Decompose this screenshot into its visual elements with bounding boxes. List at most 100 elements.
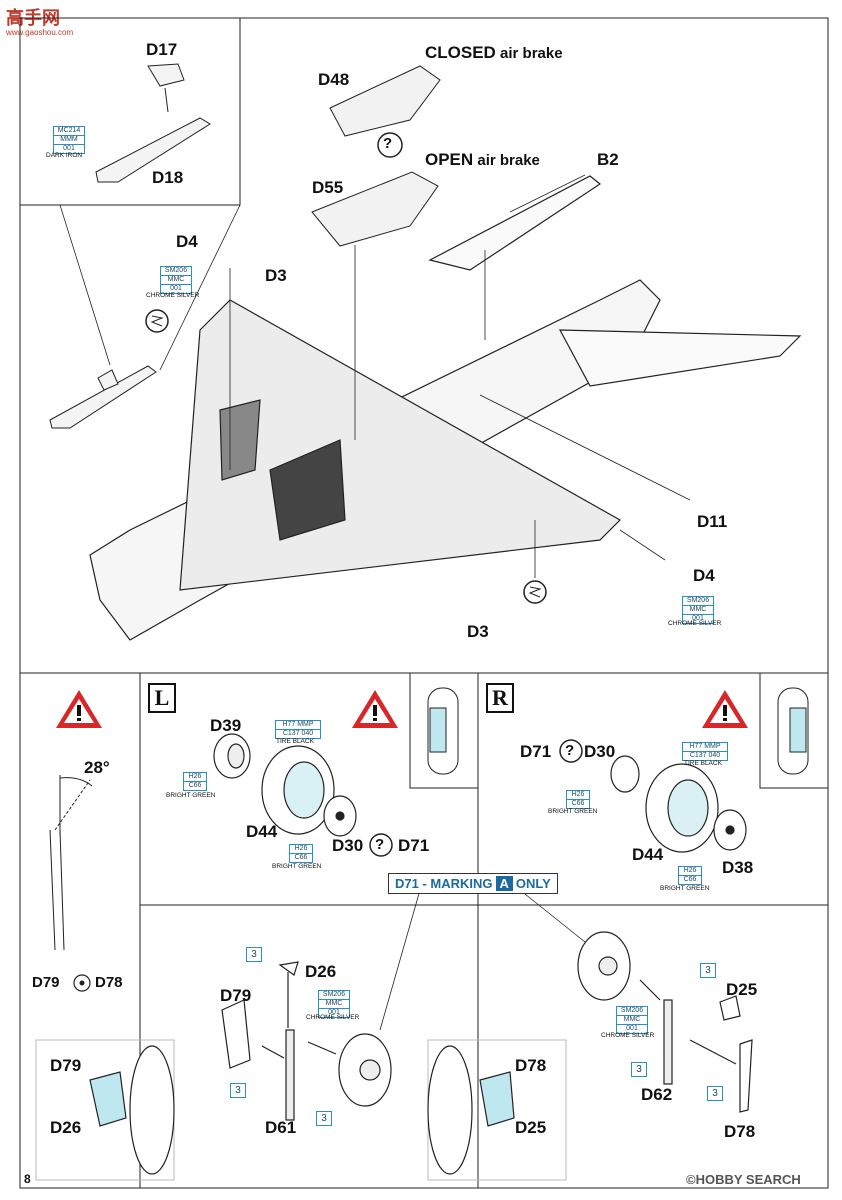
code: C137	[689, 752, 707, 759]
step-number-5: 3	[631, 1062, 647, 1077]
page-frame	[19, 17, 829, 1189]
closed-word: CLOSED	[425, 43, 496, 62]
label-d17: D17	[146, 40, 178, 59]
label-d71-left: D71	[398, 836, 430, 855]
aircraft-fuselage	[89, 175, 802, 641]
code: C66	[188, 782, 202, 789]
logo-url: www.gaoshou.com	[6, 28, 74, 37]
spring-icons	[145, 309, 547, 604]
code: SM206	[161, 267, 191, 276]
hobby-search-watermark: ©HOBBY SEARCH	[686, 1172, 801, 1187]
color-name-d4-top: CHROME SILVER	[146, 292, 200, 299]
code: 001	[626, 1025, 638, 1032]
color-code-green-left-2: H26 C66	[289, 844, 313, 863]
air-brake-closed	[329, 65, 441, 137]
color-code-strut-left: SM206 MMC 001	[318, 990, 350, 1018]
page-number: 8	[24, 1172, 31, 1186]
code: H26	[290, 845, 312, 854]
code: MC214	[54, 127, 84, 136]
label-d79-strut: D79	[32, 974, 60, 991]
code: C66	[683, 876, 697, 883]
color-name-tire-left: TIRE BLACK	[276, 738, 314, 745]
color-code-strut-right: SM206 MMC 001	[616, 1006, 648, 1034]
code: H26	[567, 791, 589, 800]
question-circle-1	[377, 132, 403, 158]
code: C137	[282, 730, 300, 737]
color-code-tire-left: H77 MMP C137 040	[275, 720, 321, 739]
code: MMC	[161, 276, 191, 285]
color-code-tire-right: H77 MMP C137 040	[682, 742, 728, 761]
warning-icons	[56, 690, 748, 728]
label-d79: D79	[220, 986, 252, 1005]
marking-letter: A	[495, 876, 513, 891]
question-symbol-right: ?	[565, 742, 575, 759]
label-d78: D78	[724, 1122, 756, 1141]
strut-angle	[49, 775, 93, 951]
code: 040	[301, 730, 314, 737]
label-d3-top: D3	[265, 266, 287, 285]
tire-pictograms	[427, 687, 809, 775]
code: SM206	[683, 597, 713, 606]
label-d4-right: D4	[693, 566, 715, 585]
label-d25-inset: D25	[515, 1118, 547, 1137]
label-d44-left: D44	[246, 822, 278, 841]
air-brake-open	[311, 171, 439, 247]
label-d25: D25	[726, 980, 758, 999]
step-number-2: 3	[230, 1083, 246, 1098]
label-d71-right: D71	[520, 742, 552, 761]
marking-prefix: D71 - MARKING	[395, 876, 493, 891]
label-d61: D61	[265, 1118, 297, 1137]
step-number-1: 3	[246, 947, 262, 962]
code: MMC	[617, 1016, 647, 1025]
label-d26-inset: D26	[50, 1118, 82, 1137]
color-code-d18: MC214 MMM 001	[53, 126, 85, 154]
label-d62: D62	[641, 1085, 673, 1104]
code: MMP	[704, 743, 721, 750]
open-rest: air brake	[473, 152, 540, 169]
l-wheels	[213, 733, 357, 837]
inset-box	[20, 18, 241, 206]
code: 040	[708, 752, 721, 759]
open-word: OPEN	[425, 150, 474, 169]
code-row: C137 040	[276, 730, 320, 738]
label-d18: D18	[152, 168, 184, 187]
color-name-tire-right: TIRE BLACK	[684, 760, 722, 767]
color-name-green-left-1: BRIGHT GREEN	[166, 792, 216, 799]
code: 001	[170, 285, 182, 292]
color-code-d4-top: SM206 MMC 001	[160, 266, 192, 294]
angle-label: 28°	[84, 758, 110, 777]
label-d26: D26	[305, 962, 337, 981]
color-name-green-right-2: BRIGHT GREEN	[660, 885, 710, 892]
closed-rest: air brake	[495, 45, 563, 62]
code: SM206	[617, 1007, 647, 1016]
right-gear-assembly	[577, 931, 753, 1113]
code: MMC	[683, 606, 713, 615]
code-row: H77 MMP	[683, 743, 727, 752]
color-name-strut-right: CHROME SILVER	[601, 1032, 655, 1039]
question-symbol: ?	[383, 135, 393, 152]
label-d78-inset: D78	[515, 1056, 547, 1075]
label-d4-top: D4	[176, 232, 198, 251]
code: SM206	[319, 991, 349, 1000]
step-number-4: 3	[700, 963, 716, 978]
r-wheels	[610, 755, 747, 853]
label-d79-inset: D79	[50, 1056, 82, 1075]
color-code-green-right-2: H26 C66	[678, 866, 702, 885]
step-number-6: 3	[707, 1086, 723, 1101]
code-row: H77 MMP	[276, 721, 320, 730]
d18-part	[95, 63, 211, 183]
label-d78-strut: D78	[95, 974, 123, 991]
closed-air-brake-label: CLOSED air brake	[425, 43, 563, 63]
side-marker-right: R	[486, 683, 514, 713]
color-code-green-right-1: H26 C66	[566, 790, 590, 809]
label-d30-left: D30	[332, 836, 364, 855]
code: H26	[184, 773, 206, 782]
code: 001	[63, 145, 75, 152]
code: MMC	[319, 1000, 349, 1009]
code: C66	[571, 800, 585, 807]
code: 001	[692, 615, 704, 622]
label-d48: D48	[318, 70, 350, 89]
label-d38: D38	[722, 858, 754, 877]
